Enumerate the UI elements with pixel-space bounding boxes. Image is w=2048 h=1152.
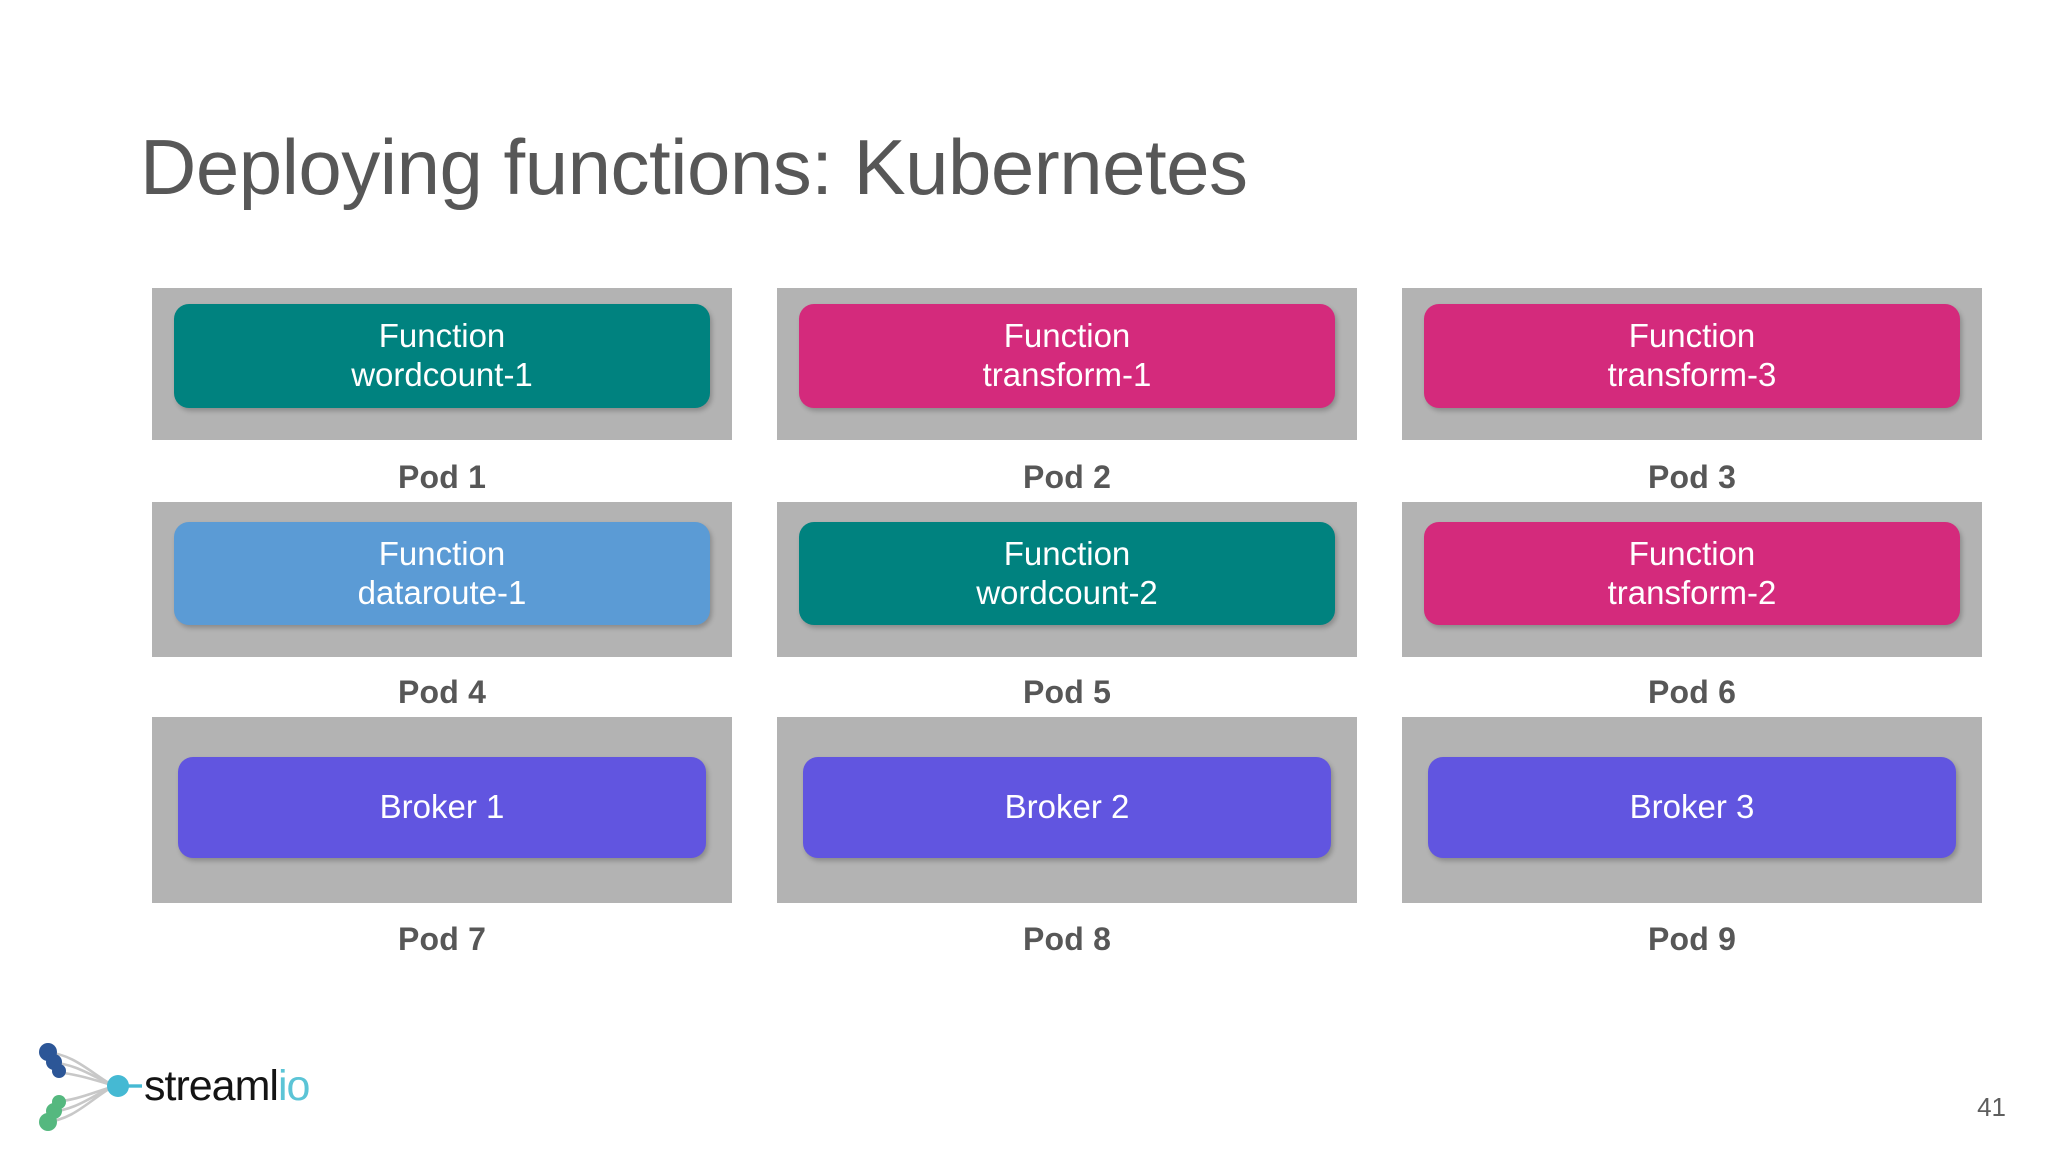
streamlio-logo: streamlio (28, 1038, 358, 1134)
card-kind-label: Function (1003, 534, 1131, 572)
pod-cell: Function wordcount-1 Pod 1 (152, 288, 732, 496)
page-number: 41 (1977, 1092, 2006, 1122)
pod-label: Pod 8 (1022, 921, 1112, 957)
broker-card[interactable]: Broker 2 (803, 757, 1331, 858)
logo-hub-node (107, 1075, 129, 1097)
pod-cell: Function transform-3 Pod 3 (1402, 288, 1982, 496)
pod-label: Pod 7 (397, 921, 487, 957)
logo-node-group-top (39, 1043, 66, 1078)
pod-label: Pod 9 (1647, 921, 1737, 957)
logo-node-group-bottom (39, 1095, 66, 1131)
page-title: Deploying functions: Kubernetes (140, 123, 1248, 211)
pod-cell: Function transform-2 Pod 6 (1402, 502, 1982, 711)
pod-container[interactable]: Function wordcount-1 (152, 288, 732, 440)
broker-card[interactable]: Broker 3 (1428, 757, 1956, 858)
card-name-label: transform-2 (1607, 573, 1777, 611)
card-name-label: transform-1 (982, 356, 1152, 393)
card-kind-label: Broker 3 (1629, 788, 1755, 826)
card-name-label: wordcount-1 (351, 356, 533, 393)
function-card[interactable]: Function transform-3 (1424, 304, 1960, 408)
function-card[interactable]: Function dataroute-1 (174, 522, 710, 625)
streamlio-wordmark: streamlio (144, 1061, 310, 1110)
broker-card[interactable]: Broker 1 (178, 757, 706, 858)
function-card[interactable]: Function wordcount-2 (799, 522, 1335, 625)
pod-cell: Broker 2 Pod 8 (777, 717, 1357, 958)
card-name-label: dataroute-1 (357, 573, 527, 611)
pod-container[interactable]: Function transform-2 (1402, 502, 1982, 657)
function-card[interactable]: Function transform-2 (1424, 522, 1960, 625)
pod-container[interactable]: Broker 2 (777, 717, 1357, 903)
pod-cell: Function transform-1 Pod 2 (777, 288, 1357, 496)
pod-label: Pod 5 (1022, 674, 1112, 710)
card-kind-label: Function (378, 317, 506, 355)
pod-container[interactable]: Function dataroute-1 (152, 502, 732, 657)
pod-cell: Function wordcount-2 Pod 5 (777, 502, 1357, 711)
function-card[interactable]: Function wordcount-1 (174, 304, 710, 408)
pod-container[interactable]: Function wordcount-2 (777, 502, 1357, 657)
pod-label: Pod 3 (1647, 459, 1737, 495)
wordmark-primary: streaml (144, 1061, 279, 1110)
pod-label: Pod 1 (397, 459, 487, 495)
card-kind-label: Function (1628, 534, 1756, 572)
wordmark-accent: io (277, 1061, 310, 1110)
pod-container[interactable]: Function transform-1 (777, 288, 1357, 440)
pod-label: Pod 4 (397, 674, 487, 710)
card-kind-label: Broker 1 (379, 788, 505, 826)
card-kind-label: Broker 2 (1004, 788, 1130, 826)
card-name-label: wordcount-2 (976, 573, 1158, 611)
pod-container[interactable]: Function transform-3 (1402, 288, 1982, 440)
pod-container[interactable]: Broker 1 (152, 717, 732, 903)
card-name-label: transform-3 (1607, 356, 1777, 393)
pod-container[interactable]: Broker 3 (1402, 717, 1982, 903)
pod-label: Pod 6 (1647, 674, 1737, 710)
pod-grid: Function wordcount-1 Pod 1 Function tran… (152, 288, 1984, 958)
card-kind-label: Function (378, 534, 506, 572)
pod-cell: Function dataroute-1 Pod 4 (152, 502, 732, 711)
streamlio-logo-icon (39, 1043, 142, 1131)
card-kind-label: Function (1628, 317, 1756, 355)
card-kind-label: Function (1003, 317, 1131, 355)
pod-cell: Broker 1 Pod 7 (152, 717, 732, 958)
pod-label: Pod 2 (1022, 459, 1112, 495)
function-card[interactable]: Function transform-1 (799, 304, 1335, 408)
pod-cell: Broker 3 Pod 9 (1402, 717, 1982, 958)
